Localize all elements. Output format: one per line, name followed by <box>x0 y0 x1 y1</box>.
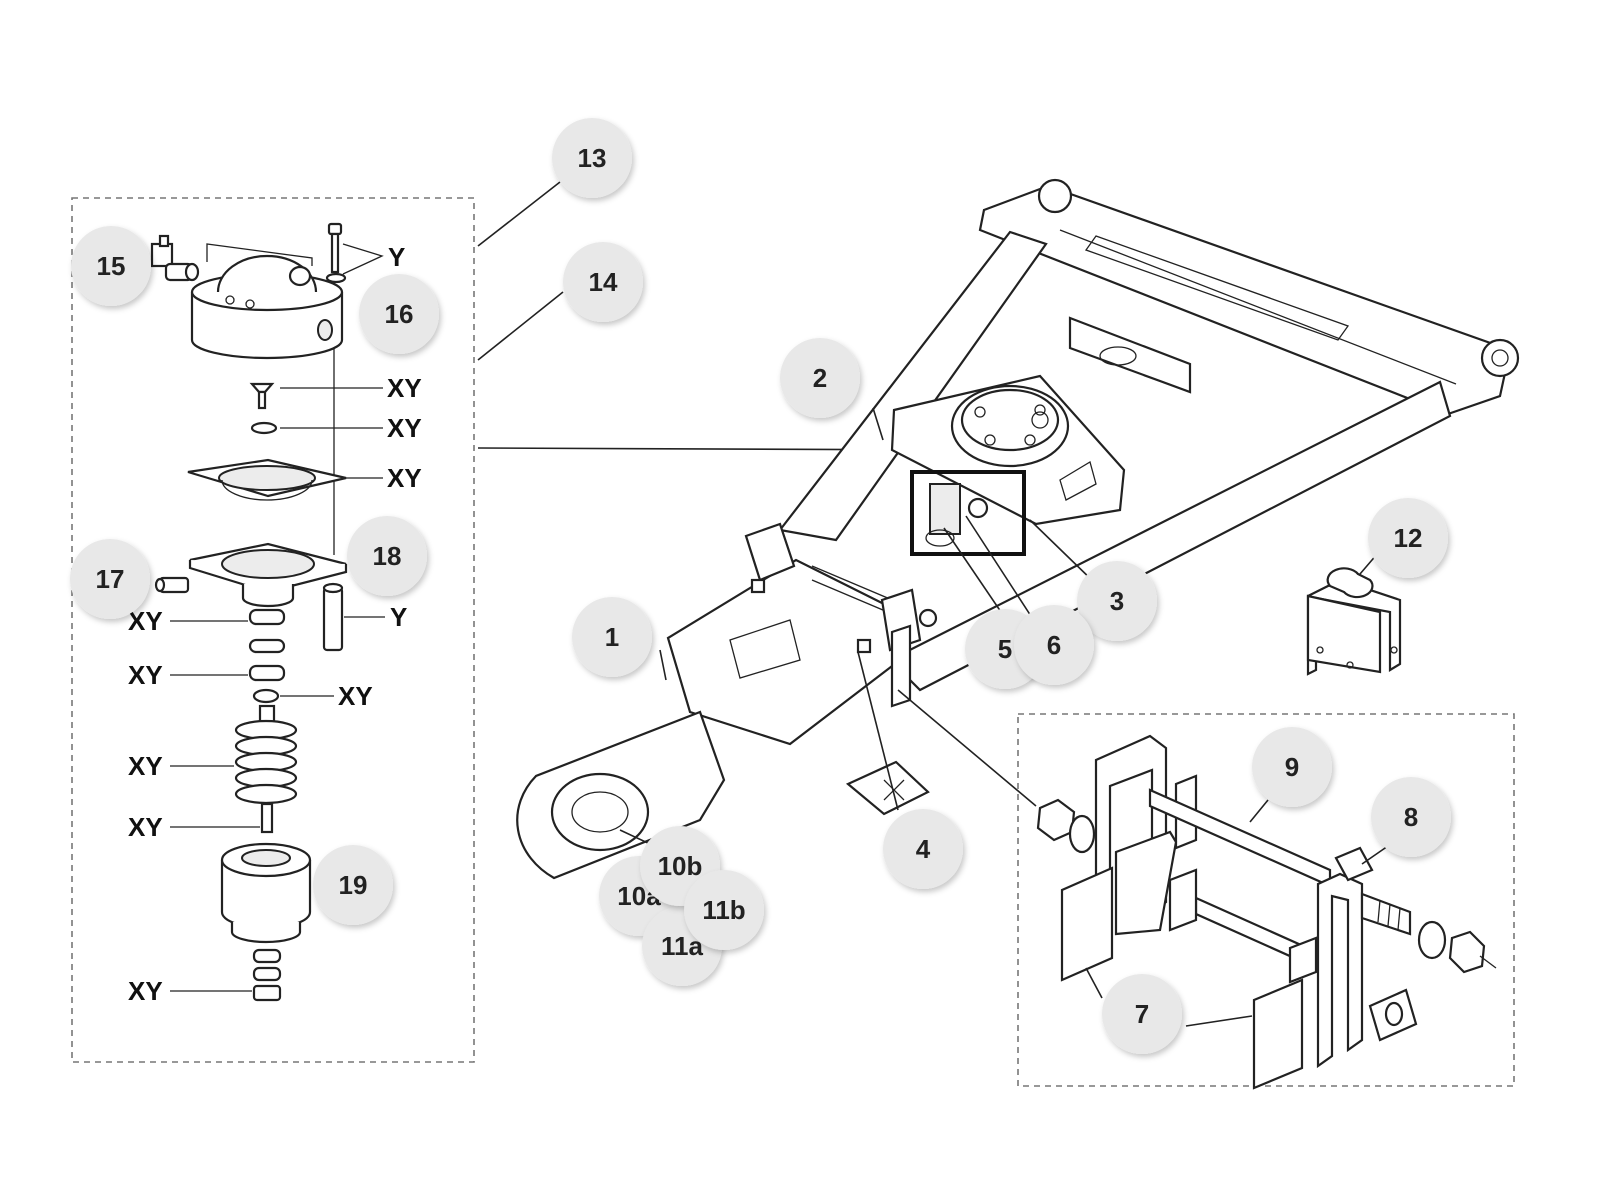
callout-14[interactable]: 14 <box>563 242 643 322</box>
svg-text:18: 18 <box>373 541 402 571</box>
callout-19[interactable]: 19 <box>313 845 393 925</box>
leader-7a <box>1085 967 1103 999</box>
svg-text:6: 6 <box>1047 630 1061 660</box>
callout-4[interactable]: 4 <box>883 809 963 889</box>
exploded-view-frame <box>71 197 475 1063</box>
label-xy-washer-right: XY <box>338 681 373 711</box>
label-xy-bearing2: XY <box>128 660 163 690</box>
svg-text:5: 5 <box>998 634 1012 664</box>
callout-15[interactable]: 15 <box>71 226 151 306</box>
leader-13 <box>477 181 561 247</box>
label-xy-spring: XY <box>128 751 163 781</box>
leader-9 <box>1249 799 1269 823</box>
svg-text:13: 13 <box>578 143 607 173</box>
highlight-box <box>910 470 1026 556</box>
svg-text:11b: 11b <box>702 895 745 925</box>
fitting-bracket-line <box>206 243 313 266</box>
gasket-plate <box>187 458 347 501</box>
stand-bracket <box>1306 567 1402 676</box>
clamp-detail-frame <box>1017 713 1515 1087</box>
svg-text:16: 16 <box>385 299 414 329</box>
bearing-housing <box>190 254 344 360</box>
svg-text:19: 19 <box>339 870 368 900</box>
leader-14 <box>477 291 564 361</box>
svg-text:7: 7 <box>1135 999 1149 1029</box>
callout-17[interactable]: 17 <box>70 539 150 619</box>
svg-text:12: 12 <box>1394 523 1423 553</box>
callout-7[interactable]: 7 <box>1102 974 1182 1054</box>
callout-11b[interactable]: 11b <box>684 870 764 950</box>
svg-text:15: 15 <box>97 251 126 281</box>
leader-4 <box>857 651 899 811</box>
leader-8 <box>1361 845 1389 865</box>
mounting-flange <box>188 542 348 608</box>
svg-text:3: 3 <box>1110 586 1124 616</box>
callout-3[interactable]: 3 <box>1077 561 1157 641</box>
svg-text:2: 2 <box>813 363 827 393</box>
callout-16[interactable]: 16 <box>359 274 439 354</box>
label-xy-gasket: XY <box>387 463 422 493</box>
buffer-housing <box>220 842 312 944</box>
callout-9[interactable]: 9 <box>1252 727 1332 807</box>
svg-text:10b: 10b <box>658 851 703 881</box>
leader-2 <box>872 407 884 441</box>
callout-13[interactable]: 13 <box>552 118 632 198</box>
leader-7b <box>1185 1015 1253 1027</box>
clamp-assembly <box>1036 734 1497 1090</box>
callout-2[interactable]: 2 <box>780 338 860 418</box>
leader-to-detail <box>897 689 1037 807</box>
svg-text:8: 8 <box>1404 802 1418 832</box>
label-y-pin: Y <box>390 602 407 632</box>
callout-6[interactable]: 6 <box>1014 605 1094 685</box>
elbow-fitting <box>150 234 200 282</box>
svg-text:4: 4 <box>916 834 931 864</box>
svg-text:1: 1 <box>605 622 619 652</box>
pin-y <box>322 582 344 652</box>
coil-spring <box>234 704 298 834</box>
bearing-stack <box>248 608 286 704</box>
grease-nipple <box>154 576 190 594</box>
callout-8[interactable]: 8 <box>1371 777 1451 857</box>
bolt-y <box>325 222 347 284</box>
warning-label-plate <box>845 760 930 816</box>
callout-1[interactable]: 1 <box>572 597 652 677</box>
label-xy-shaft: XY <box>128 812 163 842</box>
small-washer <box>250 421 278 435</box>
highlighted-detail <box>925 483 989 547</box>
countersunk-screw <box>249 382 275 410</box>
callout-18[interactable]: 18 <box>347 516 427 596</box>
leader-6 <box>965 515 1041 631</box>
callout-12[interactable]: 12 <box>1368 498 1448 578</box>
leader-y-bolt <box>342 243 384 275</box>
leader-1 <box>659 649 667 681</box>
label-y-bolt: Y <box>388 242 405 272</box>
svg-text:9: 9 <box>1285 752 1299 782</box>
bottom-nut-stack <box>252 948 282 1002</box>
label-xy-nut: XY <box>128 976 163 1006</box>
svg-text:14: 14 <box>589 267 618 297</box>
svg-text:17: 17 <box>96 564 125 594</box>
label-xy-screw: XY <box>387 373 422 403</box>
label-xy-washer: XY <box>387 413 422 443</box>
